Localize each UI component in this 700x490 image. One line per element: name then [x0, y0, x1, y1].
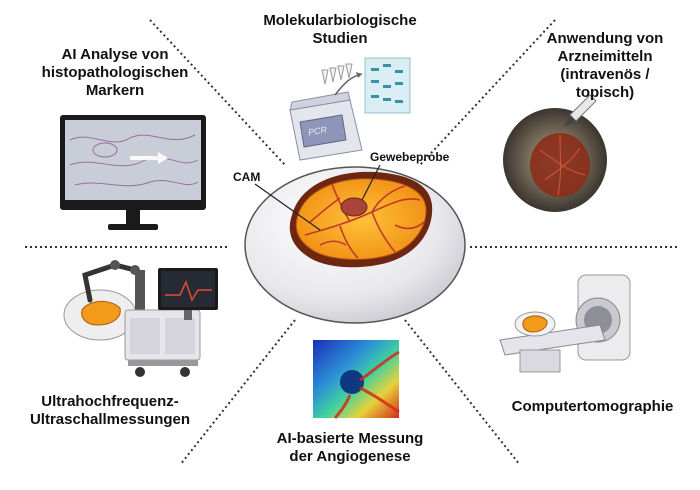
label-molecular-studies: Molekularbiologische Studien	[240, 12, 440, 48]
label-line: Studien	[312, 30, 368, 47]
ct-scanner-illustration	[499, 274, 631, 373]
divider-top-right	[419, 19, 556, 166]
label-line: Arzneimitteln	[557, 48, 653, 65]
divider-bottom-right	[404, 319, 521, 466]
label-line: Computertomographie	[511, 398, 674, 415]
divider-top-left	[149, 19, 286, 166]
label-line: histopathologischen	[41, 64, 189, 81]
label-cam: CAM	[233, 170, 261, 184]
label-line: AI Analyse von	[61, 46, 169, 63]
label-line: AI-basierte Messung	[276, 430, 424, 447]
sample-pointer	[361, 164, 381, 201]
label-drug-application: Anwendung von Arzneimitteln (intravenös …	[520, 30, 690, 102]
cam-membrane	[295, 178, 427, 260]
label-line: topisch)	[575, 84, 635, 101]
label-line: Markern	[85, 82, 145, 99]
label-computed-tomography: Computertomographie	[495, 398, 690, 416]
label-line: Ultraschallmessungen	[29, 411, 191, 428]
angiogenesis-heatmap	[313, 340, 400, 419]
label-ultrasound: Ultrahochfrequenz- Ultraschallmessungen	[10, 393, 210, 429]
label-ai-analysis: AI Analyse von histopathologischen Marke…	[20, 46, 210, 100]
pcr-illustration	[289, 57, 411, 161]
label-tissue-sample: Gewebeprobe	[370, 150, 450, 164]
cam-pointer	[254, 183, 321, 231]
cam-vessels	[304, 183, 425, 259]
label-line: Anwendung von	[546, 30, 664, 47]
label-line: Molekularbiologische	[263, 12, 417, 29]
egg-with-cam	[244, 164, 466, 324]
label-line: (intravenös /	[560, 66, 650, 83]
label-line: der Angiogenese	[289, 448, 411, 465]
divider-bottom-left	[179, 319, 296, 466]
drug-application-illustration	[503, 94, 607, 212]
dotted-dividers	[25, 19, 680, 466]
label-angiogenesis: AI-basierte Messung der Angiogenese	[250, 430, 450, 466]
histology-monitor	[60, 115, 206, 230]
ultrasound-illustration	[63, 260, 218, 377]
label-line: Ultrahochfrequenz-	[41, 393, 179, 410]
tissue-sample	[340, 197, 368, 217]
